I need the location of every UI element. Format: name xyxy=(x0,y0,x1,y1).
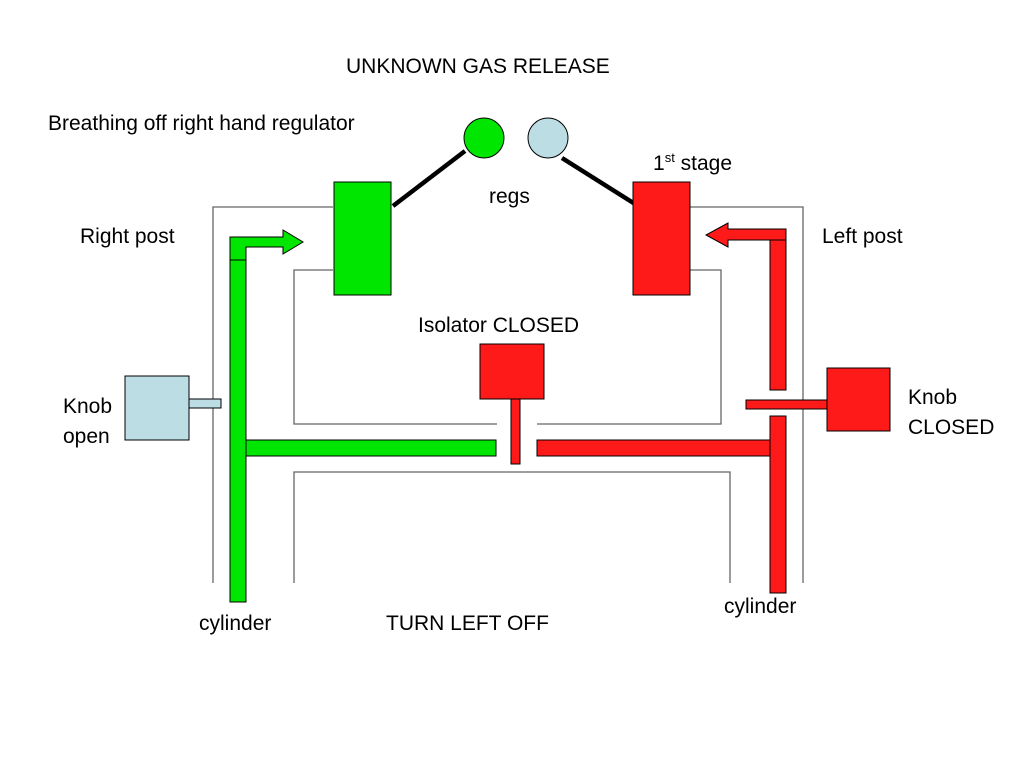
isolator-knob xyxy=(479,343,545,400)
left-post-gas-flow xyxy=(536,222,787,594)
knob-open-label-line2: open xyxy=(63,425,110,448)
instruction-label: TURN LEFT OFF xyxy=(386,612,549,635)
knob-open xyxy=(124,375,190,441)
regs-label: regs xyxy=(489,185,530,208)
right-post-label: Right post xyxy=(80,225,175,248)
right-first-stage xyxy=(333,181,392,296)
first-stage-label: 1st stage xyxy=(653,150,733,175)
right-post-flow-arrow xyxy=(229,229,304,261)
left-post-flow-arrow xyxy=(704,222,787,248)
knob-closed-label-line2: CLOSED xyxy=(908,416,995,439)
right-regulator-second-stage xyxy=(463,117,505,159)
breathing-label: Breathing off right hand regulator xyxy=(48,112,355,135)
left-regulator-second-stage xyxy=(527,117,569,159)
knob-closed xyxy=(826,367,891,432)
right-post-gas-flow xyxy=(229,229,497,603)
right-hand-hose xyxy=(391,149,467,208)
diagram-title: UNKNOWN GAS RELEASE xyxy=(346,55,610,78)
left-post-label: Left post xyxy=(822,225,903,248)
cylinder-left-label: cylinder xyxy=(199,612,272,635)
isolator-label: Isolator CLOSED xyxy=(418,314,580,337)
knob-open-label-line1: Knob xyxy=(63,395,113,418)
left-first-stage xyxy=(632,181,691,296)
isolator-stem xyxy=(510,398,521,465)
cylinder-right-label: cylinder xyxy=(724,595,797,618)
knob-closed-stem xyxy=(745,399,828,410)
left-hand-hose xyxy=(560,156,637,206)
knob-open-stem xyxy=(188,398,222,409)
knob-closed-label-line1: Knob xyxy=(908,386,958,409)
manifold-outline xyxy=(212,206,804,583)
